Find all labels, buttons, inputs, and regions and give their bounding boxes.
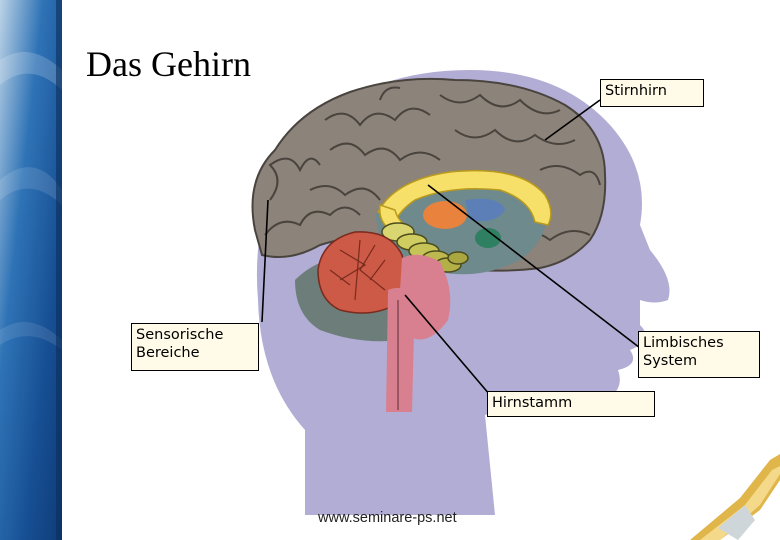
cerebellum-folds bbox=[329, 239, 386, 301]
ventricle bbox=[465, 198, 505, 222]
limbic-arc bbox=[377, 169, 552, 226]
limbic-green bbox=[475, 228, 501, 248]
pen-decoration bbox=[690, 454, 780, 540]
label-sensorische-bereiche: Sensorische Bereiche bbox=[131, 323, 259, 371]
label-limbisches-system: Limbisches System bbox=[638, 331, 760, 378]
page-title: Das Gehirn bbox=[86, 44, 251, 84]
sidebar-decoration bbox=[0, 0, 62, 540]
thalamus bbox=[423, 201, 467, 229]
label-hirnstamm: Hirnstamm bbox=[487, 391, 655, 417]
pointer-lines bbox=[261, 99, 641, 396]
cortex-folds bbox=[264, 86, 601, 242]
label-stirnhirn: Stirnhirn bbox=[600, 79, 704, 107]
brainstem bbox=[386, 287, 415, 412]
footer-url: www.seminare-ps.net bbox=[318, 510, 457, 526]
